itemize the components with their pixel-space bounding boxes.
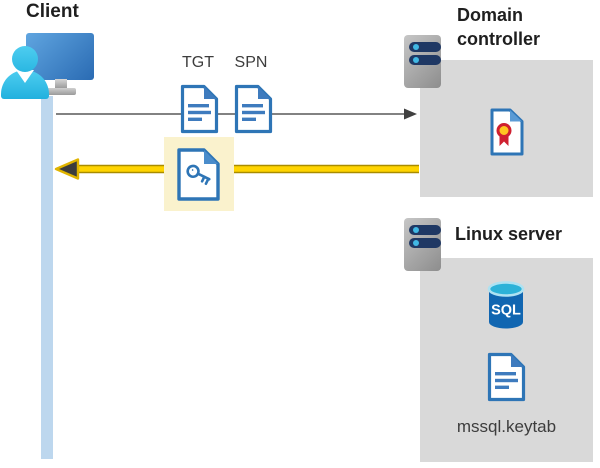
certificate-icon bbox=[490, 108, 524, 156]
linux-server-icon bbox=[404, 218, 441, 271]
server-status-light bbox=[413, 57, 419, 63]
server-status-light bbox=[413, 227, 419, 233]
server-bar bbox=[409, 225, 441, 235]
client-user-icon bbox=[1, 70, 49, 99]
tgt-label: TGT bbox=[182, 54, 214, 71]
client-label: Client bbox=[26, 1, 79, 22]
linux-server-label: Linux server bbox=[455, 224, 563, 244]
monitor-base-icon bbox=[46, 88, 76, 95]
ticket-key-document-icon bbox=[177, 148, 220, 201]
server-status-light bbox=[413, 44, 419, 50]
domain-controller-server-icon bbox=[404, 35, 441, 88]
server-bar bbox=[409, 238, 441, 248]
user-head-shape bbox=[12, 46, 38, 72]
sql-icon-text: SQL bbox=[491, 303, 521, 319]
spn-label: SPN bbox=[234, 54, 268, 71]
keytab-filename-label: mssql.keytab bbox=[456, 417, 557, 436]
client-lifeline bbox=[41, 96, 53, 459]
server-bar bbox=[409, 42, 441, 52]
domain-controller-label: Domain controller bbox=[457, 5, 541, 49]
sql-database-icon: SQL bbox=[487, 281, 525, 329]
keytab-document-icon bbox=[487, 352, 526, 402]
spn-document-icon bbox=[234, 84, 273, 134]
user-collar-shape bbox=[16, 70, 34, 83]
monitor-stand-icon bbox=[55, 79, 67, 90]
tgt-document-icon bbox=[180, 84, 219, 134]
server-status-light bbox=[413, 240, 419, 246]
response-arrow bbox=[54, 158, 419, 180]
request-arrow bbox=[56, 108, 417, 120]
server-bar bbox=[409, 55, 441, 65]
